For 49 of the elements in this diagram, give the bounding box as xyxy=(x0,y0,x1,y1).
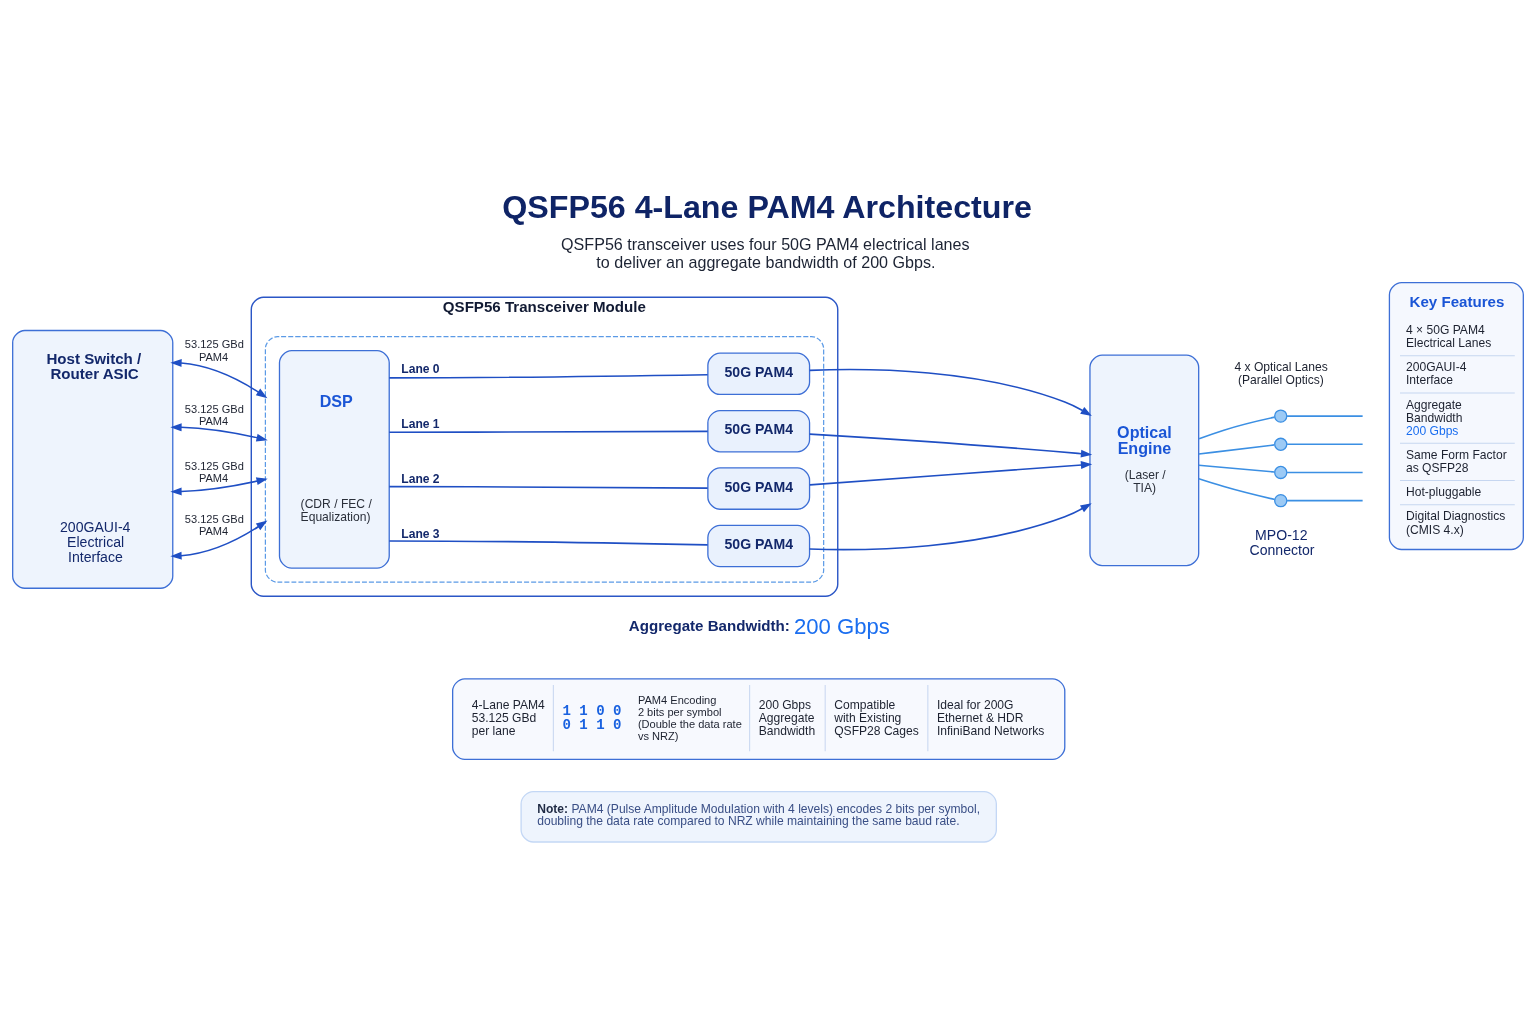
edge-label: 53.125 GBd PAM4 xyxy=(184,459,244,484)
connector xyxy=(1286,414,1364,417)
connector xyxy=(1198,415,1276,440)
node-box: DSP (CDR / FEC / Equalization) xyxy=(278,349,390,569)
caption: QSFP56 transceiver uses four 50G PAM4 electrical lanes to deliver an aggregate bandwidth of 200 Gbps. xyxy=(561,234,970,271)
cluster xyxy=(264,335,825,583)
arrow xyxy=(808,432,1093,458)
diagram-title: QSFP56 4-Lane PAM4 Architecture xyxy=(502,188,1032,225)
connector xyxy=(1198,443,1276,455)
arrow xyxy=(809,460,1093,486)
node-circle xyxy=(1274,493,1288,507)
edge-label: 53.125 GBd PAM4 xyxy=(184,512,244,537)
edge-label: Lane 2 xyxy=(401,471,440,486)
node-circle xyxy=(1274,465,1288,479)
node-box: Optical Engine (Laser / TIA) xyxy=(1089,354,1200,566)
connector xyxy=(1286,471,1364,473)
arrow xyxy=(808,368,1092,416)
label: 200 Gbps xyxy=(793,613,890,639)
node-box: Note: PAM4 (Pulse Amplitude Modulation with 4 levels) encodes 2 bits per symbol, doubling the data rate compared to NRZ while maintaining the same baud rate. xyxy=(520,790,997,843)
node-box: 50G PAM4 xyxy=(707,409,811,452)
node-box: 50G PAM4 xyxy=(707,524,811,567)
node-box: 4-Lane PAM4 53.125 GBd per lane 1 1 0 0 0 1 1 0 PAM4 Encoding 2 bits per symbol (Double the data rate vs NRZ) 200 Gbps Aggregate Bandwidth Compatible with Existing QSFP28 Cages Ideal for 200G Ethernet & HDR InfiniBand Networks xyxy=(452,677,1066,760)
label: 4 x Optical Lanes (Parallel Optics) xyxy=(1234,359,1328,387)
arrow xyxy=(170,520,268,560)
connector xyxy=(388,373,709,379)
arrow xyxy=(170,422,268,441)
arrow xyxy=(170,476,268,495)
node-circle xyxy=(1274,437,1288,451)
label: Aggregate Bandwidth: xyxy=(628,616,790,634)
connector xyxy=(388,539,709,546)
node-circle xyxy=(1274,408,1288,423)
connector xyxy=(388,485,709,489)
connector xyxy=(388,430,709,433)
edge-label: Lane 1 xyxy=(401,416,440,431)
edge-label: Lane 0 xyxy=(401,361,440,376)
arrow xyxy=(808,502,1092,550)
node-box: 50G PAM4 xyxy=(707,466,811,510)
edge-label: Lane 3 xyxy=(401,526,440,541)
node-box: 50G PAM4 xyxy=(707,352,811,395)
edge-label: 53.125 GBd PAM4 xyxy=(184,402,244,427)
connector xyxy=(1198,477,1276,500)
node-box: Host Switch / Router ASIC 200GAUI-4 Electrical Interface xyxy=(12,329,174,589)
connector xyxy=(1286,499,1364,501)
node-box: Key Features 4 × 50G PAM4 Electrical Lanes 200GAUI-4 Interface Aggregate Bandwidth 200 Gbps Same Form Factor as QSFP28 Hot-pluggable Digital Diagnostics (CMIS 4.x) xyxy=(1388,281,1524,550)
connector xyxy=(1198,463,1276,473)
label: MPO-12 Connector xyxy=(1249,526,1315,558)
arrow xyxy=(170,358,268,398)
connector xyxy=(1286,443,1364,445)
edge-label: 53.125 GBd PAM4 xyxy=(184,337,244,363)
